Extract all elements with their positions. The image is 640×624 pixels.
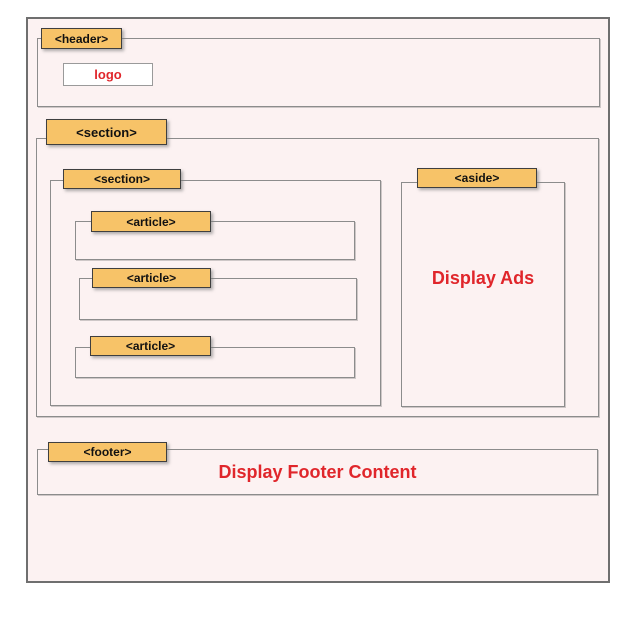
aside-box: Display Ads: [401, 182, 565, 407]
header-tag-label: <header>: [41, 28, 122, 49]
article-1-tag-label: <article>: [91, 211, 211, 232]
article-3-box: [75, 347, 355, 378]
content-section-box: <article> <article> <article>: [50, 180, 381, 406]
header-box: logo: [37, 38, 600, 107]
logo-label: logo: [94, 67, 122, 82]
footer-tag-label: <footer>: [48, 442, 167, 462]
content-section-tag-label: <section>: [63, 169, 181, 189]
page-wrapper-box: <header> logo <section> <section> <artic…: [26, 17, 610, 583]
aside-tag-label: <aside>: [417, 168, 537, 188]
main-section-box: <section> <article> <article> <article> …: [36, 138, 599, 417]
main-section-tag-label: <section>: [46, 119, 167, 145]
article-2-tag-label: <article>: [92, 268, 211, 288]
article-2-box: [79, 278, 357, 320]
article-3-tag-label: <article>: [90, 336, 211, 356]
logo-box: logo: [63, 63, 153, 86]
article-1-box: [75, 221, 355, 260]
footer-content-text: Display Footer Content: [218, 461, 417, 482]
display-ads-text: Display Ads: [431, 268, 535, 288]
footer-box: Display Footer Content: [37, 449, 598, 495]
